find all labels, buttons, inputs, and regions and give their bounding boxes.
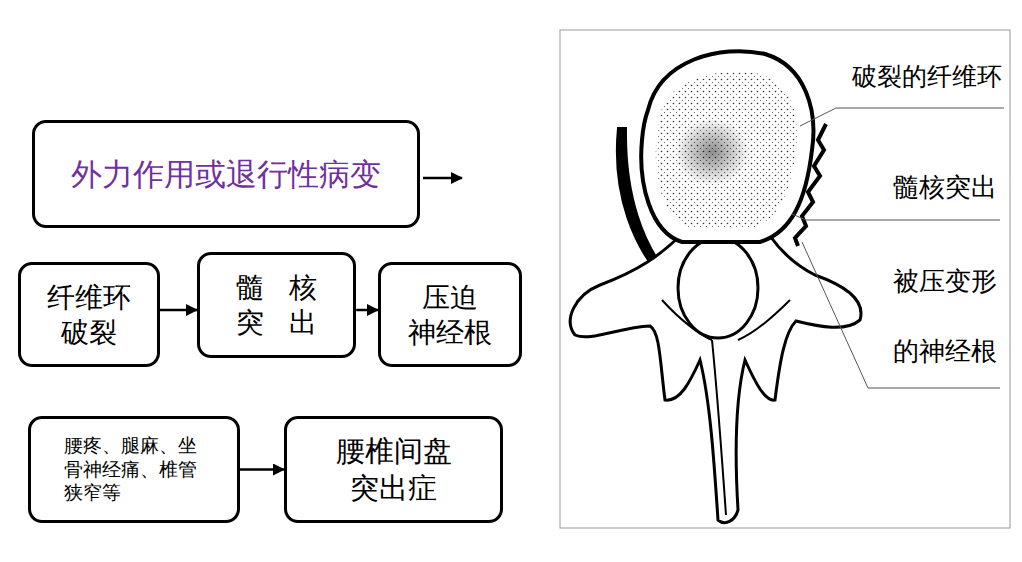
process-box: 髓核 突出 (197, 252, 356, 358)
flow-arrow (160, 309, 197, 312)
part-label: 破裂的纤维环 (852, 62, 1002, 92)
leader-line (800, 108, 1004, 126)
part-label: 髓核突出 (893, 172, 997, 203)
cause-box: 外力作用或退行性病变 (32, 120, 420, 228)
flow-arrow (356, 309, 378, 312)
box-text: 纤维环 破裂 (43, 280, 135, 350)
nucleus-area (656, 72, 797, 228)
box-text: 压迫 神经根 (404, 280, 496, 350)
nucleus-core (674, 118, 750, 186)
box-text: 髓核 突出 (208, 270, 345, 340)
spinous-ridge (712, 340, 726, 515)
vertebral-body (641, 51, 813, 242)
process-box: 压迫 神经根 (378, 262, 522, 367)
ruptured-annulus (795, 124, 826, 246)
figure-frame (560, 30, 1010, 528)
diagnosis-box: 腰椎间盘 突出症 (284, 416, 503, 523)
spinal-canal (678, 238, 758, 338)
vertebral-arch (570, 236, 861, 523)
box-text: 腰疼、腿麻、坐骨神经痛、椎管狭窄等 (64, 434, 205, 505)
outgoing-arrow (423, 177, 462, 180)
box-text: 腰椎间盘 突出症 (331, 433, 456, 506)
process-box: 纤维环 破裂 (18, 262, 160, 367)
part-label: 被压变形 的神经根 (893, 246, 1002, 386)
leader-line (792, 214, 1000, 220)
flow-arrow (240, 468, 284, 471)
box-text: 外力作用或退行性病变 (71, 155, 381, 194)
symptom-box: 腰疼、腿麻、坐骨神经痛、椎管狭窄等 (28, 416, 240, 523)
